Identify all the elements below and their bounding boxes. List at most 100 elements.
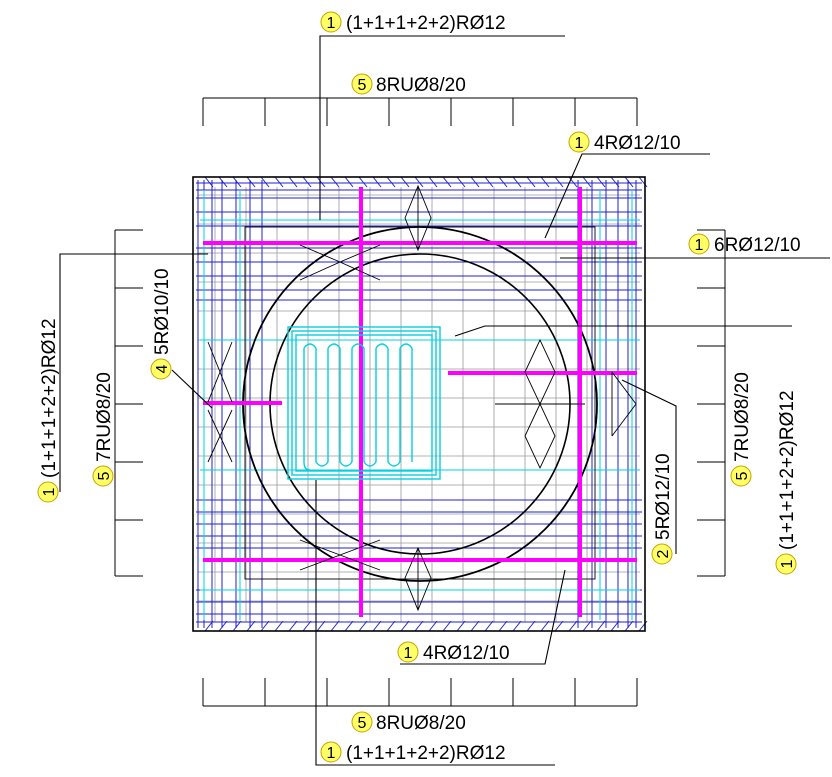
label-top-right-text: 4RØ12/10 (594, 133, 681, 154)
label-top-right: 1 4RØ12/10 (568, 131, 681, 154)
hook-tick (302, 620, 312, 632)
hook-tick (540, 176, 550, 188)
hook-tick (386, 176, 396, 188)
hook-tick (204, 620, 214, 632)
label-left-main-mark: 1 (41, 487, 58, 496)
hook-tick (288, 620, 298, 632)
hook-tick (582, 620, 592, 632)
label-right-bars-text: 5RØ12/10 (653, 453, 674, 540)
top-dimension-ticks (202, 97, 638, 126)
label-bottom-dist-text: 8RUØ8/20 (376, 713, 466, 734)
label-bottom-dist-mark: 5 (358, 715, 367, 732)
label-top-dist-text: 8RUØ8/20 (376, 75, 466, 96)
hook-tick (484, 176, 494, 188)
label-right-top-mark: 1 (695, 237, 704, 254)
hook-tick (568, 176, 578, 188)
hook-tick (498, 620, 508, 632)
hook-tick (526, 620, 536, 632)
label-right-main-text: (1+1+1+2+2)RØ12 (777, 390, 798, 550)
label-top-main-mark: 1 (327, 15, 336, 32)
hook-tick (372, 176, 382, 188)
hook-tick (358, 176, 368, 188)
hook-tick (526, 176, 536, 188)
hook-tick (260, 176, 270, 188)
left-dimension-ticks (114, 229, 143, 577)
label-right-bars: 2 5RØ12/10 (651, 453, 674, 565)
hook-tick (218, 620, 228, 632)
label-left-dist: 5 7RUØ8/20 (92, 372, 115, 487)
hook-tick (624, 620, 634, 632)
hook-tick (246, 176, 256, 188)
leader-lines (59, 35, 830, 766)
hook-tick (470, 620, 480, 632)
label-left-bars-mark: 4 (154, 364, 171, 373)
hook-tick (400, 176, 410, 188)
label-right-main-mark: 1 (779, 559, 796, 568)
hook-tick (358, 620, 368, 632)
hook-tick (274, 176, 284, 188)
hook-tick (512, 620, 522, 632)
hook-tick (442, 176, 452, 188)
hook-tick (596, 620, 606, 632)
hook-tick (218, 176, 228, 188)
label-right-dist-mark: 5 (734, 471, 751, 480)
hook-tick (456, 176, 466, 188)
label-top-main: 1 (1+1+1+2+2)RØ12 (320, 11, 506, 34)
hook-tick (232, 176, 242, 188)
magenta-bars (203, 187, 637, 617)
inner-outline (244, 226, 596, 580)
label-top-right-mark: 1 (575, 135, 584, 152)
hook-tick (246, 620, 256, 632)
hook-tick (512, 176, 522, 188)
hook-tick (372, 620, 382, 632)
hook-tick (568, 620, 578, 632)
label-left-bars-text: 5RØ10/10 (152, 268, 173, 355)
hook-tick (316, 176, 326, 188)
hook-tick (302, 176, 312, 188)
hook-tick (484, 620, 494, 632)
label-right-top-text: 6RØ12/10 (714, 235, 801, 256)
hook-tick (428, 176, 438, 188)
hook-tick (540, 620, 550, 632)
label-right-main: 1 (1+1+1+2+2)RØ12 (775, 390, 798, 575)
hook-tick (610, 176, 620, 188)
label-top-dist: 5 8RUØ8/20 (351, 73, 466, 96)
label-bottom-dist: 5 8RUØ8/20 (351, 711, 466, 734)
label-left-dist-mark: 5 (96, 471, 113, 480)
hook-tick (232, 620, 242, 632)
hook-tick (274, 620, 284, 632)
hook-tick (330, 620, 340, 632)
hook-tick (260, 620, 270, 632)
hook-tick (344, 620, 354, 632)
bar-direction-symbols (207, 184, 637, 612)
hook-tick (624, 176, 634, 188)
hook-tick (414, 176, 424, 188)
hook-tick (316, 620, 326, 632)
hook-tick (610, 620, 620, 632)
label-bottom-main-mark: 1 (327, 745, 336, 762)
hook-tick (204, 176, 214, 188)
label-bottom-main: 1 (1+1+1+2+2)RØ12 (320, 741, 506, 764)
label-left-bars: 4 5RØ10/10 (150, 268, 173, 380)
label-left-dist-text: 7RUØ8/20 (94, 372, 115, 462)
hook-tick (400, 620, 410, 632)
hook-tick (470, 176, 480, 188)
label-bottom-main-text: (1+1+1+2+2)RØ12 (346, 743, 506, 764)
slab-outline (192, 176, 646, 632)
hook-tick (288, 176, 298, 188)
hook-tick (596, 176, 606, 188)
right-dimension-ticks (697, 229, 726, 577)
rebar-grid (196, 176, 648, 632)
label-bottom-bars-mark: 1 (404, 645, 413, 662)
label-top-main-text: (1+1+1+2+2)RØ12 (346, 13, 506, 34)
label-right-top: 1 6RØ12/10 (688, 233, 801, 256)
label-left-main-text: (1+1+1+2+2)RØ12 (39, 318, 60, 478)
hook-tick (442, 620, 452, 632)
label-right-dist: 5 7RUØ8/20 (730, 372, 753, 487)
hook-tick (386, 620, 396, 632)
hook-tick (330, 176, 340, 188)
label-bottom-bars-text: 4RØ12/10 (423, 643, 510, 664)
label-right-dist-text: 7RUØ8/20 (732, 372, 753, 462)
hook-tick (582, 176, 592, 188)
